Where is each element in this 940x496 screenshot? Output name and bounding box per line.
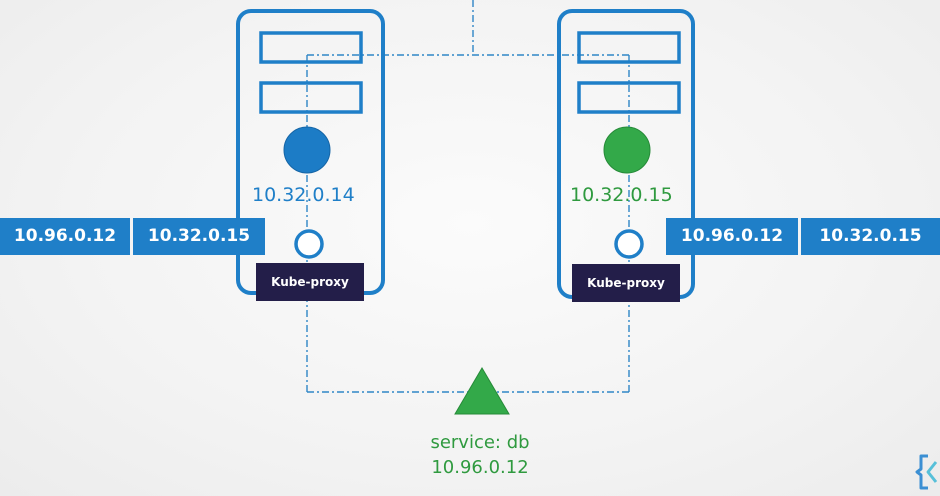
service-triangle-icon xyxy=(454,367,510,415)
left-rule-target-ip: 10.32.0.15 xyxy=(133,218,265,255)
right-proxy-port-icon xyxy=(614,229,644,259)
right-server-icon xyxy=(557,9,695,299)
right-server-bay-2 xyxy=(577,81,681,114)
right-pod-icon xyxy=(603,126,651,174)
kodekloud-logo-icon xyxy=(915,454,938,490)
right-server-bay-1 xyxy=(577,31,681,64)
left-kube-proxy: Kube-proxy xyxy=(256,263,364,301)
right-kube-proxy: Kube-proxy xyxy=(572,264,680,302)
left-pod-ip-label: 10.32.0.14 xyxy=(252,184,355,206)
service-name-label: service: db xyxy=(430,432,530,453)
left-server-bay-1 xyxy=(259,31,363,64)
right-rule-service-ip: 10.96.0.12 xyxy=(666,218,798,255)
service-ip-label: 10.96.0.12 xyxy=(431,457,529,478)
left-server-bay-2 xyxy=(259,81,363,114)
left-rule-service-ip: 10.96.0.12 xyxy=(0,218,130,255)
right-pod-ip-label: 10.32.0.15 xyxy=(570,184,673,206)
left-pod-icon xyxy=(283,126,331,174)
left-proxy-port-icon xyxy=(294,229,324,259)
right-rule-target-ip: 10.32.0.15 xyxy=(801,218,940,255)
